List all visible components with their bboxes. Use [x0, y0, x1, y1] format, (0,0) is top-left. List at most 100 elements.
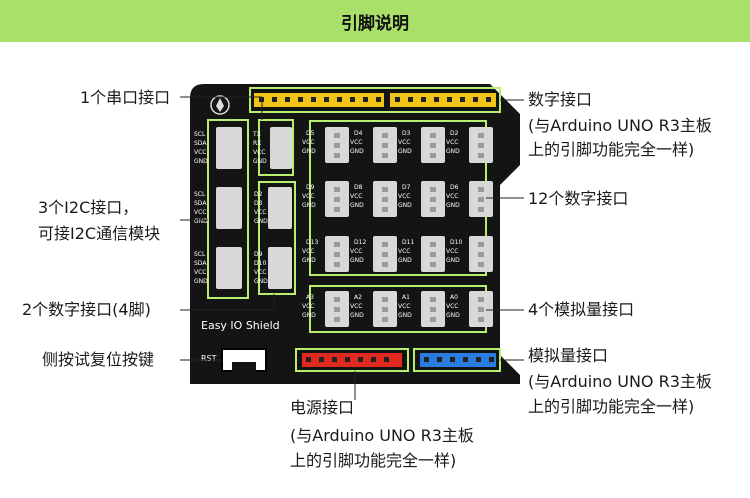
- d9-gnd: GND: [254, 278, 268, 285]
- connector-grid: D5VCCGNDD4VCCGNDD3VCCGNDD2VCCGNDD9VCCGND…: [302, 127, 493, 327]
- i2c-3-vcc: VCC: [194, 269, 206, 276]
- connector-pin: [334, 143, 340, 148]
- header-pin-hole: [306, 357, 311, 362]
- connector-pin: [382, 187, 388, 192]
- header-pin-hole: [421, 97, 426, 102]
- connector-pin: [382, 317, 388, 322]
- pin-label-d11: D11: [402, 239, 414, 246]
- connector-pin: [430, 153, 436, 158]
- analog-header: [420, 353, 496, 367]
- header-pin-hole: [463, 357, 468, 362]
- i2c-connector-3: [216, 247, 242, 289]
- connector-pin: [334, 153, 340, 158]
- connector-pin: [478, 207, 484, 212]
- pin-label-d4: D4: [354, 130, 363, 137]
- d2-pin: D2: [254, 191, 263, 198]
- header-pin-hole: [350, 97, 355, 102]
- connector-pin: [382, 242, 388, 247]
- label-digital-header-note-1: (与Arduino UNO R3主板: [528, 116, 712, 135]
- pin-label-power: GND: [350, 257, 364, 264]
- connector-pin: [430, 242, 436, 247]
- header-pin-hole: [337, 97, 342, 102]
- power-header: [302, 353, 402, 367]
- pin-label-power: GND: [350, 202, 364, 209]
- pin-label-power: GND: [398, 202, 412, 209]
- reset-button-cap: [232, 362, 256, 372]
- pin-label-power: GND: [302, 148, 316, 155]
- label-digital-header-note-2: 上的引脚功能完全一样): [528, 140, 695, 159]
- connector-pin: [382, 252, 388, 257]
- connector-pin: [430, 207, 436, 212]
- page-header: 引脚说明: [0, 0, 750, 42]
- pin-label-power: VCC: [398, 248, 410, 255]
- pin-label-power: VCC: [398, 193, 410, 200]
- connector-pin: [478, 242, 484, 247]
- label-analog-header-note-1: (与Arduino UNO R3主板: [528, 372, 712, 391]
- connector-pin: [430, 252, 436, 257]
- connector-pin: [334, 252, 340, 257]
- pin-label-power: VCC: [446, 248, 458, 255]
- digital2-connector-1: [268, 187, 292, 229]
- header-pin-hole: [371, 357, 376, 362]
- header-pin-hole: [473, 97, 478, 102]
- i2c-connector-2: [216, 187, 242, 229]
- pin-label-power: VCC: [350, 193, 362, 200]
- pin-label-d12: D12: [354, 239, 366, 246]
- d2-vcc: VCC: [254, 209, 266, 216]
- pin-label-power: GND: [350, 148, 364, 155]
- connector-pin: [334, 242, 340, 247]
- header-pin-hole: [447, 97, 452, 102]
- digital2-connector-2: [268, 247, 292, 289]
- pin-label-power: GND: [302, 257, 316, 264]
- label-serial: 1个串口接口: [80, 88, 171, 107]
- rst-label: RST: [201, 354, 217, 363]
- connector-pin: [430, 262, 436, 267]
- pin-label-a3: A3: [306, 294, 314, 301]
- connector-pin: [430, 197, 436, 202]
- pin-label-d3: D3: [402, 130, 411, 137]
- pin-label-power: GND: [302, 312, 316, 319]
- connector-pin: [382, 262, 388, 267]
- d3-pin: D3: [254, 200, 263, 207]
- label-digital2: 2个数字接口(4脚): [22, 300, 151, 319]
- pin-label-a0: A0: [450, 294, 458, 301]
- label-i2c-2: 可接I2C通信模块: [38, 224, 161, 243]
- pin-label-power: VCC: [350, 248, 362, 255]
- d9-vcc: VCC: [254, 269, 266, 276]
- header-pin-hole: [272, 97, 277, 102]
- pin-label-d10: D10: [450, 239, 462, 246]
- i2c-2-vcc: VCC: [194, 209, 206, 216]
- pin-label-power: VCC: [398, 139, 410, 146]
- connector-pin: [478, 262, 484, 267]
- connector-pin: [382, 297, 388, 302]
- serial-rx: RX: [253, 140, 261, 147]
- connector-pin: [382, 197, 388, 202]
- digital-header-pins: [259, 97, 491, 102]
- serial-gnd: GND: [253, 158, 267, 165]
- connector-pin: [430, 143, 436, 148]
- pin-label-power: GND: [446, 202, 460, 209]
- connector-pin: [334, 133, 340, 138]
- i2c-2-gnd: GND: [194, 218, 208, 225]
- pin-label-power: VCC: [446, 139, 458, 146]
- connector-pin: [430, 187, 436, 192]
- connector-pin: [478, 197, 484, 202]
- pin-label-d7: D7: [402, 184, 411, 191]
- label-power-note-2: 上的引脚功能完全一样): [290, 451, 457, 470]
- connector-pin: [478, 153, 484, 158]
- digital-header-right: [390, 93, 496, 107]
- logo-icon: [210, 95, 230, 115]
- header-pin-hole: [450, 357, 455, 362]
- header-pin-hole: [434, 97, 439, 102]
- connector-pin: [478, 252, 484, 257]
- connector-pin: [430, 307, 436, 312]
- i2c-group-highlight: [207, 119, 249, 299]
- connector-pin: [382, 133, 388, 138]
- label-power-note-1: (与Arduino UNO R3主板: [290, 426, 474, 445]
- connector-pin: [334, 187, 340, 192]
- pin-label-power: GND: [398, 148, 412, 155]
- digital-header-left: [254, 93, 384, 107]
- i2c-1-gnd: GND: [194, 158, 208, 165]
- serial-vcc: VCC: [253, 149, 265, 156]
